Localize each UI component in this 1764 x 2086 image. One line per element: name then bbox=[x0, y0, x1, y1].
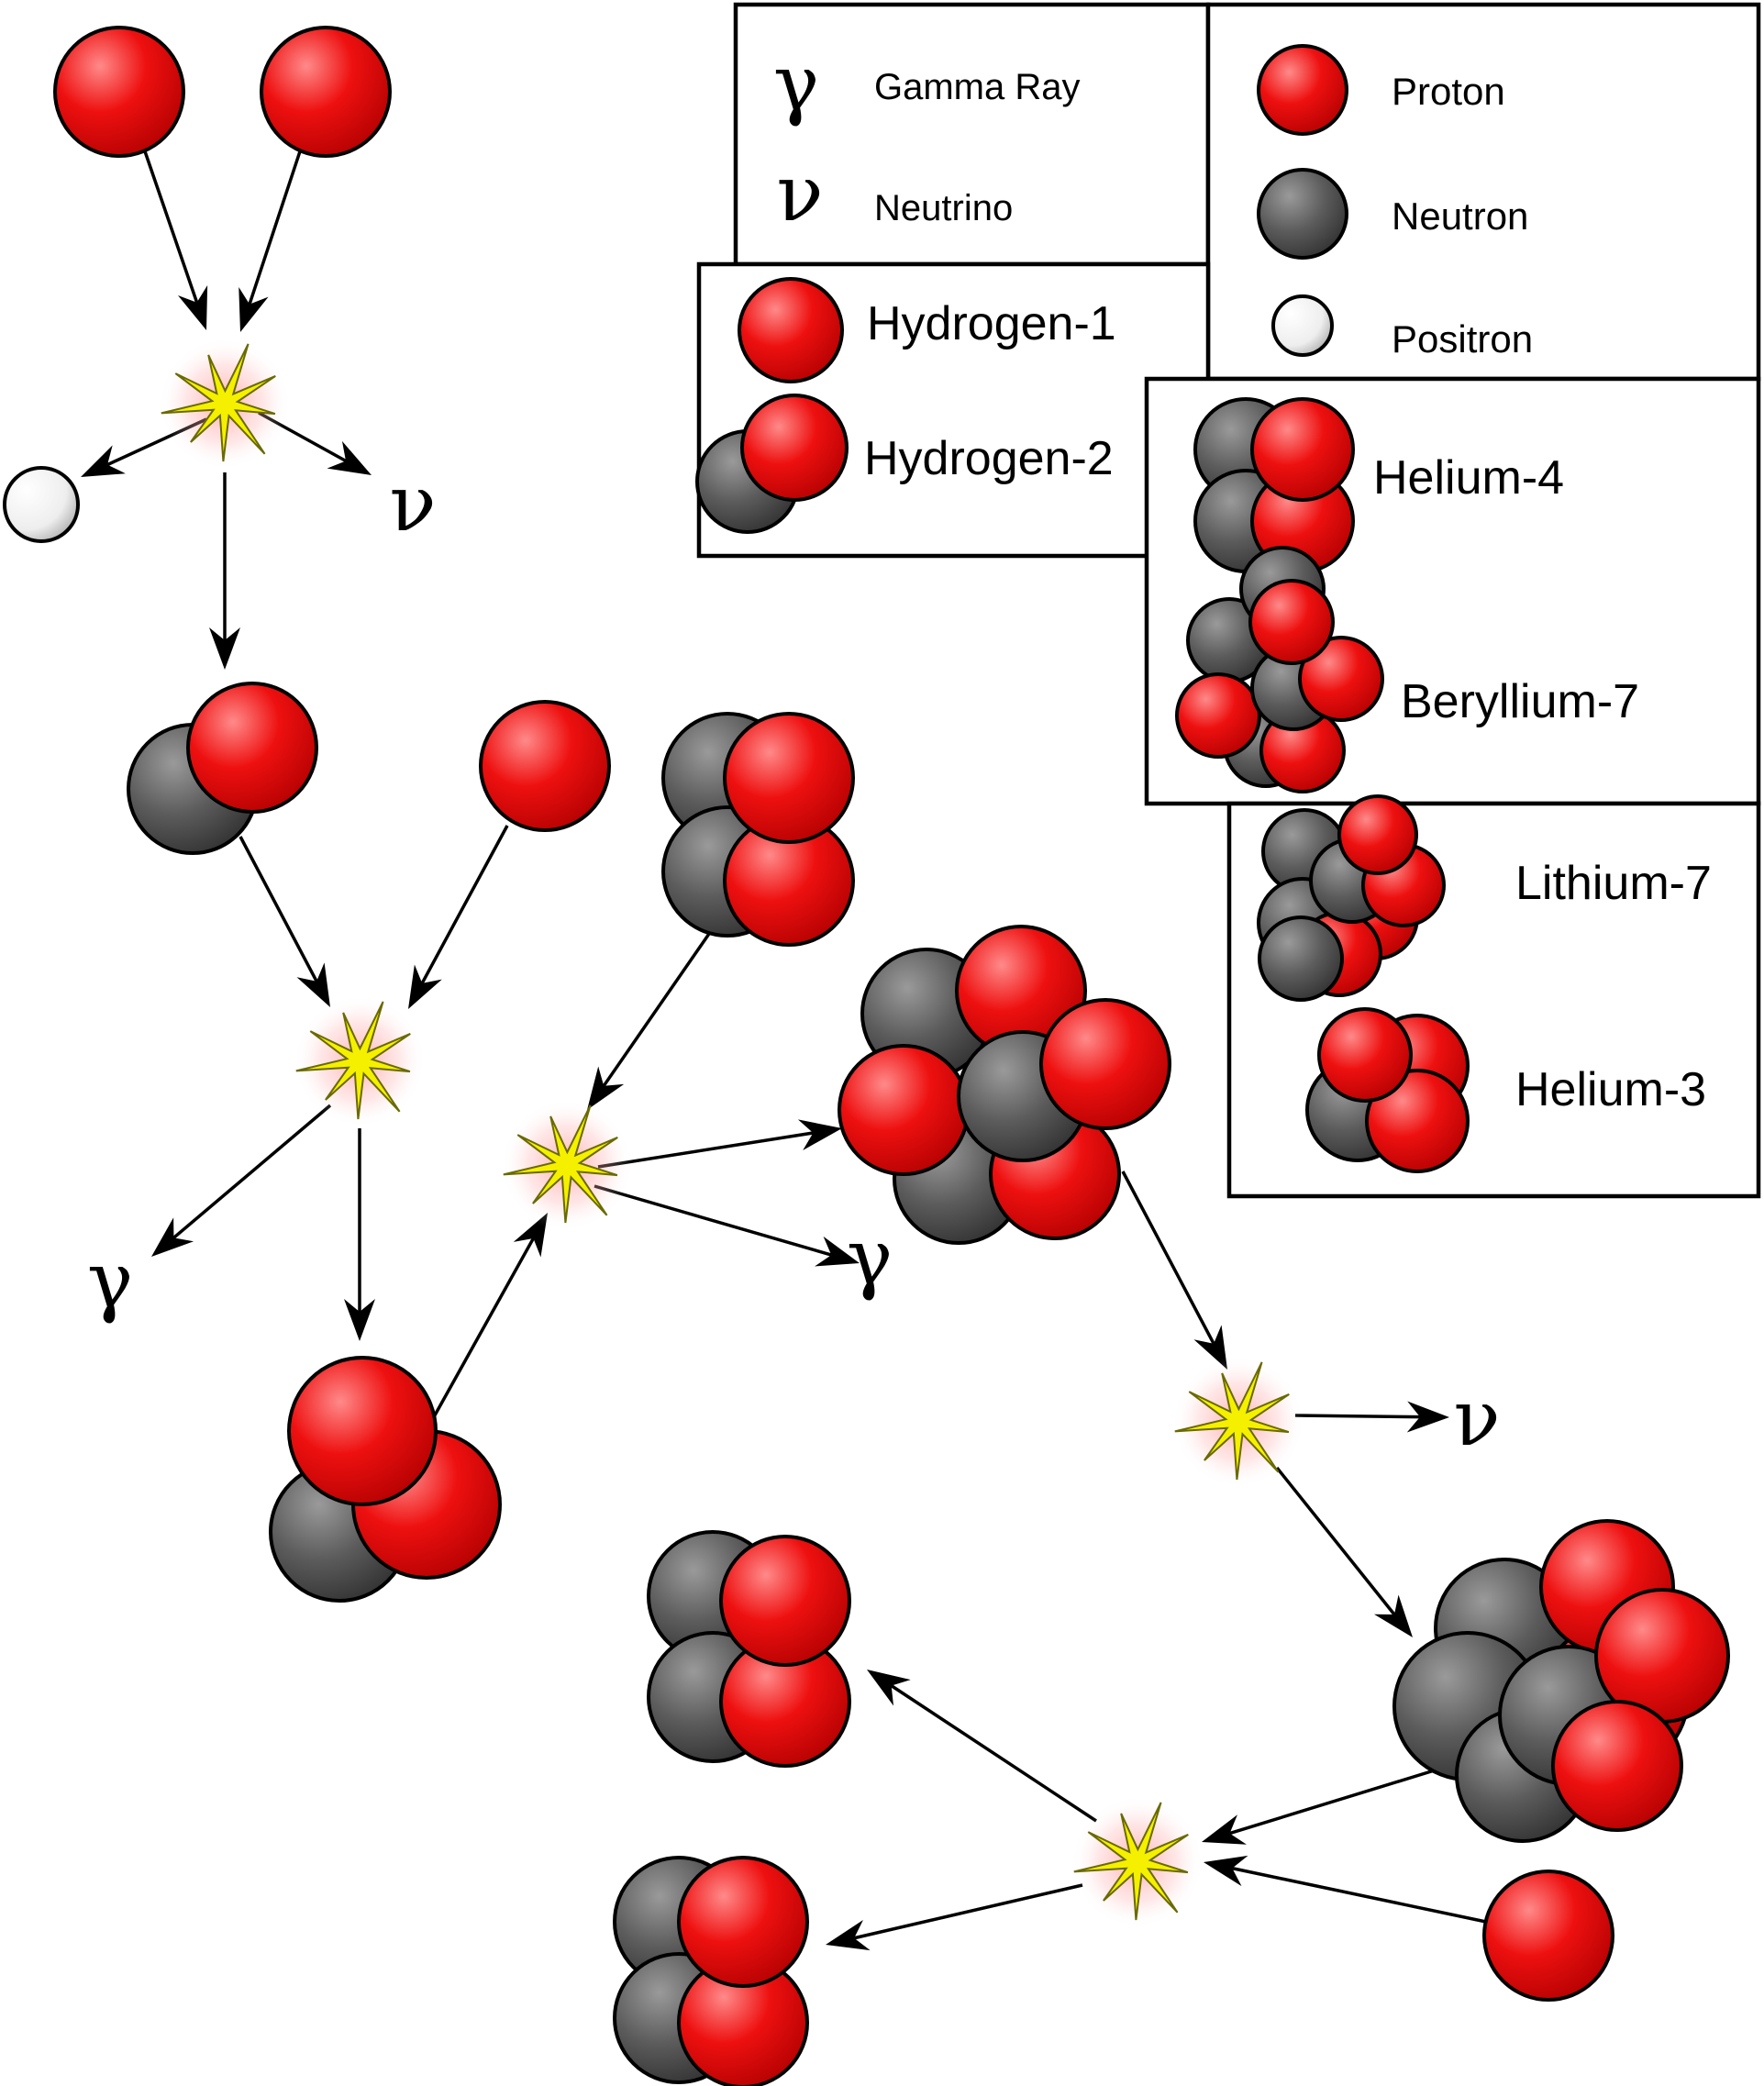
legend-proton-icon bbox=[1257, 44, 1348, 136]
proton-5 bbox=[1175, 672, 1261, 759]
neutron-5 bbox=[1258, 915, 1344, 1002]
legend-neutrino-label: Neutrino bbox=[874, 188, 1013, 228]
arrow-deuterium-to-flash2 bbox=[239, 836, 330, 1007]
arrow-beryllium7-to-flash4 bbox=[1121, 1171, 1227, 1370]
proton-2 bbox=[740, 394, 849, 502]
arrow-proton3-to-flash2 bbox=[408, 825, 509, 1009]
reaction-particles bbox=[3, 26, 1730, 2086]
fusion-flash-1 bbox=[159, 338, 291, 470]
legend-gamma-symbol: γ bbox=[773, 39, 819, 128]
legend-beryllium-7-label: Beryllium-7 bbox=[1401, 675, 1639, 728]
deuterium bbox=[127, 682, 318, 855]
arrow-flash2-to-gamma bbox=[151, 1104, 332, 1257]
fusion-flash-4 bbox=[1172, 1356, 1304, 1488]
legend-proton-label: Proton bbox=[1392, 70, 1505, 113]
reaction-arrows bbox=[81, 150, 1487, 1951]
legend-neutron-icon bbox=[1257, 168, 1348, 260]
arrow-flash4-to-lithium7 bbox=[1275, 1466, 1413, 1637]
helium-4-output-2 bbox=[613, 1856, 809, 2086]
legend-positron-icon bbox=[1271, 294, 1334, 357]
neutrino-symbol-2: ν bbox=[1453, 1373, 1500, 1463]
proton-4 bbox=[723, 712, 855, 844]
proton-1 bbox=[1482, 1870, 1614, 2002]
arrow-flash3-to-beryllium7 bbox=[597, 1119, 842, 1169]
proton-4 bbox=[1317, 1007, 1413, 1103]
lithium-7 bbox=[1392, 1519, 1730, 1843]
legend-helium-4-icon bbox=[1193, 397, 1355, 573]
legend-hydrogen-2-label: Hydrogen-2 bbox=[864, 432, 1114, 485]
legend-beryllium-7-icon bbox=[1175, 546, 1384, 793]
proton-input-1 bbox=[53, 26, 185, 158]
arrow-proton1-to-flash1 bbox=[143, 150, 208, 330]
proton-4 bbox=[719, 1535, 851, 1667]
helium-3-product bbox=[269, 1356, 502, 1603]
legend-neutron-label: Neutron bbox=[1392, 194, 1528, 238]
proton-input-3 bbox=[479, 700, 611, 832]
legend-helium-4-label: Helium-4 bbox=[1373, 451, 1564, 505]
arrow-flash1-to-deuterium bbox=[209, 472, 240, 670]
proton-7 bbox=[1298, 636, 1384, 722]
proton-8 bbox=[1248, 579, 1335, 665]
arrow-flash4-to-neutrino bbox=[1294, 1401, 1449, 1433]
legend-positron-label: Positron bbox=[1392, 317, 1533, 361]
arrow-flash2-to-helium3 bbox=[344, 1128, 375, 1341]
proton-4 bbox=[1250, 397, 1355, 502]
gamma-symbol-2: γ bbox=[847, 1213, 893, 1303]
legend-lithium-7-label: Lithium-7 bbox=[1515, 857, 1712, 910]
legend-helium-3-label: Helium-3 bbox=[1515, 1063, 1706, 1116]
helium-4-input bbox=[661, 712, 855, 947]
legend-hydrogen-2-icon bbox=[695, 394, 849, 534]
arrow-lithium7-to-flash5 bbox=[1202, 1767, 1441, 1845]
proton-8 bbox=[1551, 1700, 1683, 1832]
proton-8 bbox=[1337, 794, 1418, 875]
fusion-flash-3 bbox=[501, 1099, 633, 1231]
helium-4-output-1 bbox=[647, 1530, 851, 1768]
proton-4 bbox=[677, 1856, 809, 1988]
beryllium-7 bbox=[838, 925, 1171, 1245]
emitted-particles: ν γ γ ν bbox=[87, 459, 1501, 1463]
positron-output bbox=[3, 466, 80, 543]
legend-helium-3-icon bbox=[1305, 1007, 1470, 1173]
fusion-events bbox=[159, 338, 1304, 1928]
proton-7 bbox=[1039, 998, 1171, 1130]
proton-input-2 bbox=[260, 26, 392, 158]
fusion-flash-5 bbox=[1071, 1796, 1204, 1928]
proton-2 bbox=[186, 682, 318, 814]
legend-hydrogen-1-icon bbox=[738, 277, 844, 383]
neutrino-symbol-1: ν bbox=[389, 459, 436, 549]
arrow-flash5-to-helium4-2 bbox=[826, 1883, 1083, 1951]
proton-3 bbox=[287, 1356, 438, 1506]
proton-1 bbox=[738, 277, 844, 383]
proton-3 bbox=[1365, 1069, 1470, 1173]
arrow-flash3-to-gamma bbox=[594, 1184, 860, 1267]
gamma-symbol-1: γ bbox=[87, 1236, 133, 1326]
legend-gamma-label: Gamma Ray bbox=[874, 67, 1081, 107]
legend: γ Gamma Ray ν Neutrino Proton Neutron Po… bbox=[695, 2, 1761, 1199]
proton-1 bbox=[53, 26, 185, 158]
legend-lithium-7-icon bbox=[1257, 794, 1446, 1002]
arrow-helium4-to-flash3 bbox=[587, 930, 713, 1110]
arrow-helium3-to-flash3 bbox=[429, 1213, 548, 1423]
proton-input-4 bbox=[1482, 1870, 1614, 2002]
proton-1 bbox=[479, 700, 611, 832]
fusion-flash-2 bbox=[294, 995, 426, 1127]
proton-1 bbox=[260, 26, 392, 158]
arrow-proton2-to-flash1 bbox=[239, 150, 302, 332]
arrow-flash5-to-helium4-1 bbox=[867, 1670, 1097, 1823]
legend-neutrino-symbol: ν bbox=[776, 149, 823, 239]
legend-hydrogen-1-label: Hydrogen-1 bbox=[867, 297, 1116, 350]
arrow-proton4-to-flash5 bbox=[1204, 1855, 1487, 1924]
proton-5 bbox=[838, 1044, 970, 1176]
legend-box-symbols bbox=[733, 2, 1211, 267]
positron-1 bbox=[3, 466, 80, 543]
